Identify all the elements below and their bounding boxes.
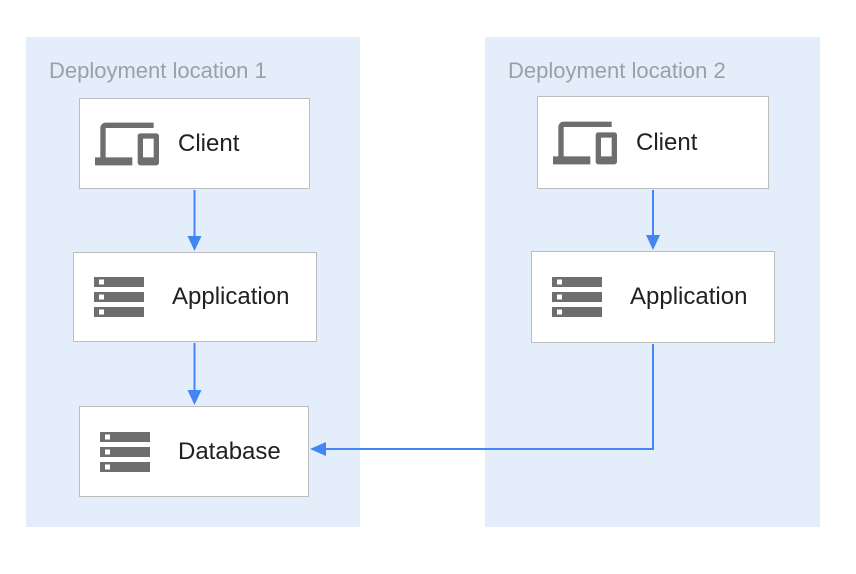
node-client-1: Client xyxy=(79,98,310,189)
node-database-1: Database xyxy=(79,406,309,497)
node-application-1: Application xyxy=(73,252,317,342)
node-label: Client xyxy=(636,128,698,156)
server-stack-icon xyxy=(89,267,149,327)
server-stack-icon xyxy=(95,422,155,482)
zone-1-title: Deployment location 1 xyxy=(49,58,267,83)
devices-icon xyxy=(95,112,159,176)
node-client-2: Client xyxy=(537,96,769,189)
node-label: Database xyxy=(178,437,281,465)
devices-icon xyxy=(553,111,617,175)
zone-2-title: Deployment location 2 xyxy=(508,58,726,83)
node-application-2: Application xyxy=(531,251,775,343)
edge-application1-to-database1 xyxy=(187,343,202,405)
edge-application2-to-database1 xyxy=(310,344,654,456)
node-label: Application xyxy=(172,283,290,310)
edge-client2-to-application2 xyxy=(646,190,660,250)
node-label: Client xyxy=(178,129,240,157)
server-stack-icon xyxy=(547,267,607,327)
node-label: Application xyxy=(630,283,748,310)
edge-client1-to-application1 xyxy=(187,190,202,251)
